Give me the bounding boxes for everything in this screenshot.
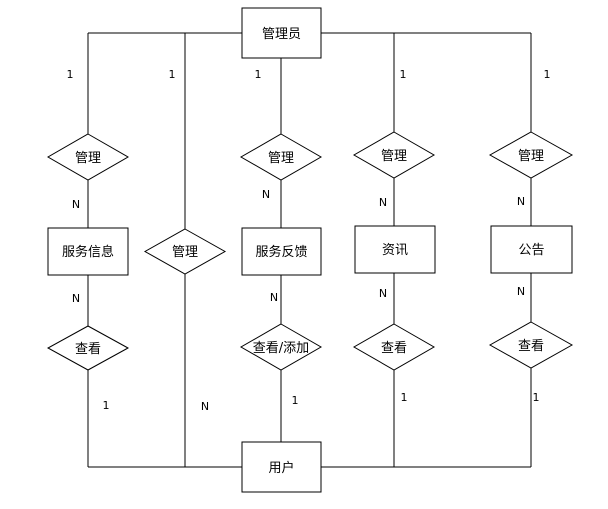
card-manage-notice-entity: N bbox=[517, 195, 525, 208]
card-service-info-view: N bbox=[72, 292, 80, 305]
relation-manage-service-info: 管理 bbox=[46, 133, 130, 181]
card-admin-manage-feedback: 1 bbox=[255, 68, 262, 81]
entity-notice-label: 公告 bbox=[518, 243, 544, 258]
card-admin-manage-news: 1 bbox=[400, 68, 407, 81]
card-feedback-view: N bbox=[270, 291, 278, 304]
relation-view-news-label: 查看 bbox=[381, 340, 407, 356]
card-news-view: N bbox=[379, 287, 387, 300]
relation-manage-feedback-label: 管理 bbox=[268, 151, 294, 166]
relation-manage-user: 管理 bbox=[143, 228, 227, 275]
relation-manage-service-info-label: 管理 bbox=[75, 151, 101, 166]
cardinality-labels: 1 1 1 1 1 N N N N N N N N 1 N 1 1 1 bbox=[67, 68, 551, 413]
relation-view-add-feedback: 查看/添加 bbox=[239, 323, 323, 371]
entity-service-feedback: 服务反馈 bbox=[241, 227, 322, 276]
card-view-news-user: 1 bbox=[401, 391, 408, 404]
card-manage-feedback-entity: N bbox=[262, 188, 270, 201]
card-admin-manage-notice: 1 bbox=[544, 68, 551, 81]
relation-manage-notice: 管理 bbox=[488, 131, 574, 179]
entity-news: 资讯 bbox=[354, 225, 436, 274]
entity-user-label: 用户 bbox=[268, 460, 294, 476]
relation-view-notice-label: 查看 bbox=[518, 338, 544, 354]
relation-view-service-info: 查看 bbox=[46, 325, 130, 371]
relation-view-notice: 查看 bbox=[488, 321, 574, 369]
connector-lines bbox=[87, 32, 532, 468]
card-view-service-info-user: 1 bbox=[103, 399, 110, 412]
entity-service-feedback-label: 服务反馈 bbox=[255, 244, 307, 260]
card-manage-user-user: N bbox=[201, 400, 209, 413]
relation-manage-news-label: 管理 bbox=[381, 149, 407, 164]
relation-view-news: 查看 bbox=[352, 323, 436, 371]
entity-notice: 公告 bbox=[490, 225, 573, 274]
relation-manage-notice-label: 管理 bbox=[518, 149, 544, 164]
entity-service-info: 服务信息 bbox=[47, 227, 129, 276]
card-admin-manage-user: 1 bbox=[169, 68, 176, 81]
card-notice-view: N bbox=[517, 285, 525, 298]
card-view-feedback-user: 1 bbox=[292, 394, 299, 407]
card-manage-service-info-entity: N bbox=[72, 198, 80, 211]
relation-manage-feedback: 管理 bbox=[239, 133, 323, 181]
entity-user: 用户 bbox=[241, 441, 322, 493]
relation-manage-user-label: 管理 bbox=[172, 245, 198, 260]
entity-news-label: 资讯 bbox=[382, 243, 408, 258]
card-manage-news-entity: N bbox=[379, 196, 387, 209]
entity-admin-label: 管理员 bbox=[262, 27, 301, 42]
entity-admin: 管理员 bbox=[241, 7, 322, 59]
card-view-notice-user: 1 bbox=[533, 391, 540, 404]
entity-service-info-label: 服务信息 bbox=[62, 244, 114, 260]
card-admin-manage-service-info: 1 bbox=[67, 68, 74, 81]
relation-view-service-info-label: 查看 bbox=[75, 341, 101, 357]
relation-manage-news: 管理 bbox=[352, 131, 436, 179]
relation-view-add-feedback-label: 查看/添加 bbox=[253, 340, 309, 356]
